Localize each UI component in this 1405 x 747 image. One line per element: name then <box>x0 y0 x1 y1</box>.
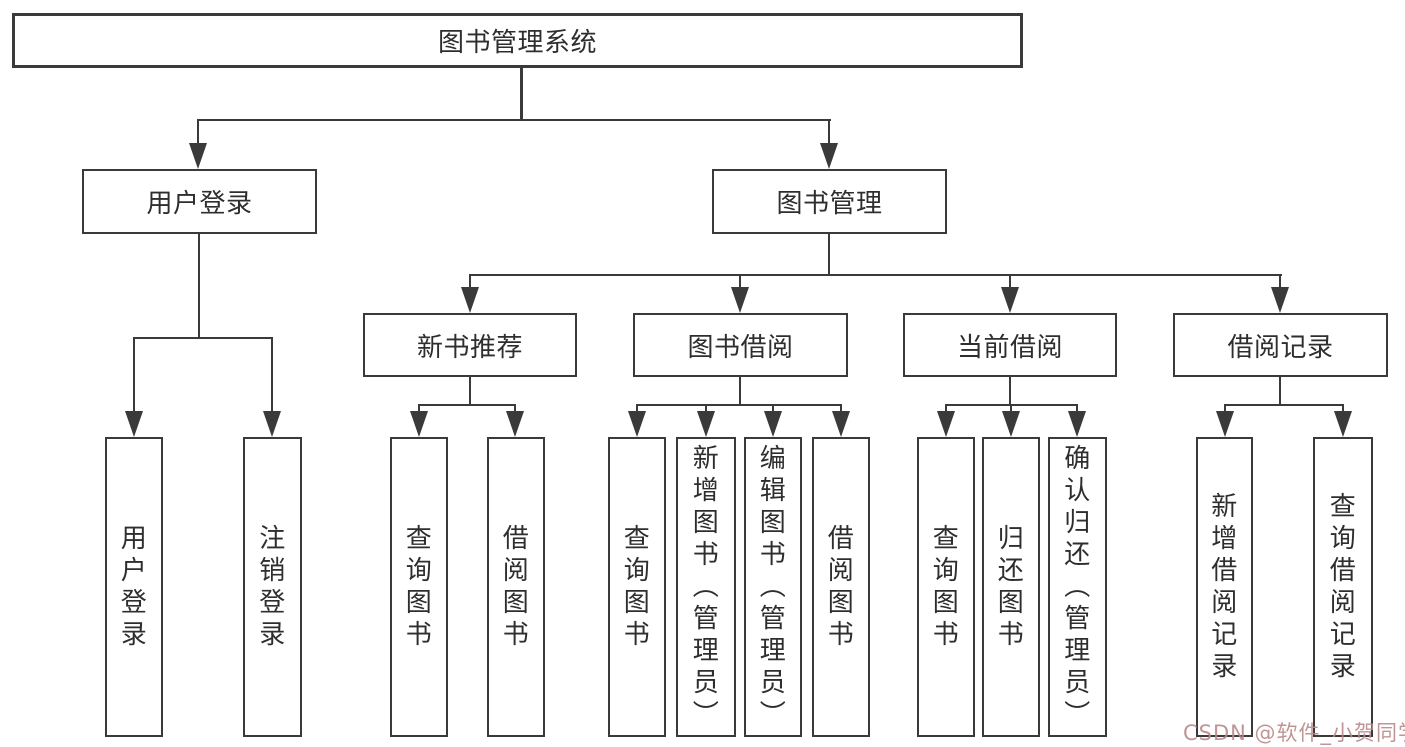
arrow-head <box>731 287 749 313</box>
connector-line <box>828 234 830 276</box>
node-book-management: 图书管理 <box>712 169 947 234</box>
leaf-query-books: 查 询 图 书 <box>917 437 975 737</box>
connector-line <box>636 404 638 414</box>
arrow-head <box>820 143 838 169</box>
arrow-head <box>764 411 782 437</box>
arrow-head <box>410 411 428 437</box>
connector-line <box>197 119 831 121</box>
connector-line <box>469 274 1282 276</box>
node-borrowing-records: 借阅记录 <box>1173 313 1388 377</box>
connector-line <box>1224 404 1226 414</box>
leaf-user-login: 用 户 登 录 <box>105 437 163 737</box>
leaf-query-books: 查 询 图 书 <box>390 437 448 737</box>
connector-line <box>945 404 947 414</box>
arrow-head <box>1216 411 1234 437</box>
arrow-head <box>1271 287 1289 313</box>
arrow-head <box>263 411 281 437</box>
leaf-add-borrowing-record: 新 增 借 阅 记 录 <box>1196 437 1253 737</box>
connector-line <box>739 377 741 406</box>
leaf-query-books: 查 询 图 书 <box>608 437 666 737</box>
connector-line <box>1076 404 1078 414</box>
arrow-head <box>1334 411 1352 437</box>
node-book-borrowing: 图书借阅 <box>633 313 848 377</box>
node-user-login: 用户登录 <box>82 169 317 234</box>
connector-line <box>1224 404 1344 406</box>
leaf-query-borrowing-record: 查 询 借 阅 记 录 <box>1313 437 1373 737</box>
leaf-return-books: 归 还 图 书 <box>982 437 1040 737</box>
connector-line <box>1010 404 1012 414</box>
arrow-head <box>1002 411 1020 437</box>
connector-line <box>198 234 200 339</box>
connector-line <box>1342 404 1344 414</box>
arrow-head <box>506 411 524 437</box>
node-new-book-recommendation: 新书推荐 <box>363 313 577 377</box>
leaf-borrow-books: 借 阅 图 书 <box>487 437 545 737</box>
leaf-borrow-books: 借 阅 图 书 <box>812 437 870 737</box>
connector-line <box>133 337 273 339</box>
arrow-head <box>1068 411 1086 437</box>
connector-line <box>469 377 471 406</box>
arrow-head <box>697 411 715 437</box>
connector-line <box>1279 274 1281 290</box>
leaf-logout: 注 销 登 录 <box>243 437 302 737</box>
node-current-borrowing: 当前借阅 <box>903 313 1117 377</box>
connector-line <box>197 119 199 147</box>
arrow-head <box>189 143 207 169</box>
leaf-add-book-admin: 新 增 图 书 ︵ 管 理 员 ︶ <box>676 437 736 737</box>
arrow-head <box>461 287 479 313</box>
arrow-head <box>628 411 646 437</box>
connector-line <box>1009 377 1011 406</box>
connector-line <box>418 404 516 406</box>
connector-line <box>636 404 841 406</box>
connector-line <box>705 404 707 414</box>
arrow-head <box>937 411 955 437</box>
connector-line <box>828 119 830 147</box>
connector-line <box>840 404 842 414</box>
connector-line <box>133 337 135 415</box>
leaf-edit-book-admin: 编 辑 图 书 ︵ 管 理 员 ︶ <box>744 437 802 737</box>
connector-line <box>772 404 774 414</box>
watermark: CSDN @软件_小贺同学 <box>1183 721 1405 745</box>
connector-line <box>520 68 523 121</box>
connector-line <box>469 274 471 290</box>
connector-line <box>1009 274 1011 290</box>
connector-line <box>514 404 516 414</box>
connector-line <box>1279 377 1281 406</box>
arrow-head <box>832 411 850 437</box>
connector-line <box>418 404 420 414</box>
node-library-management-system: 图书管理系统 <box>12 13 1023 68</box>
arrow-head <box>1001 287 1019 313</box>
arrow-head <box>125 411 143 437</box>
leaf-confirm-return-admin: 确 认 归 还 ︵ 管 理 员 ︶ <box>1048 437 1107 737</box>
connector-line <box>271 337 273 415</box>
connector-line <box>739 274 741 290</box>
